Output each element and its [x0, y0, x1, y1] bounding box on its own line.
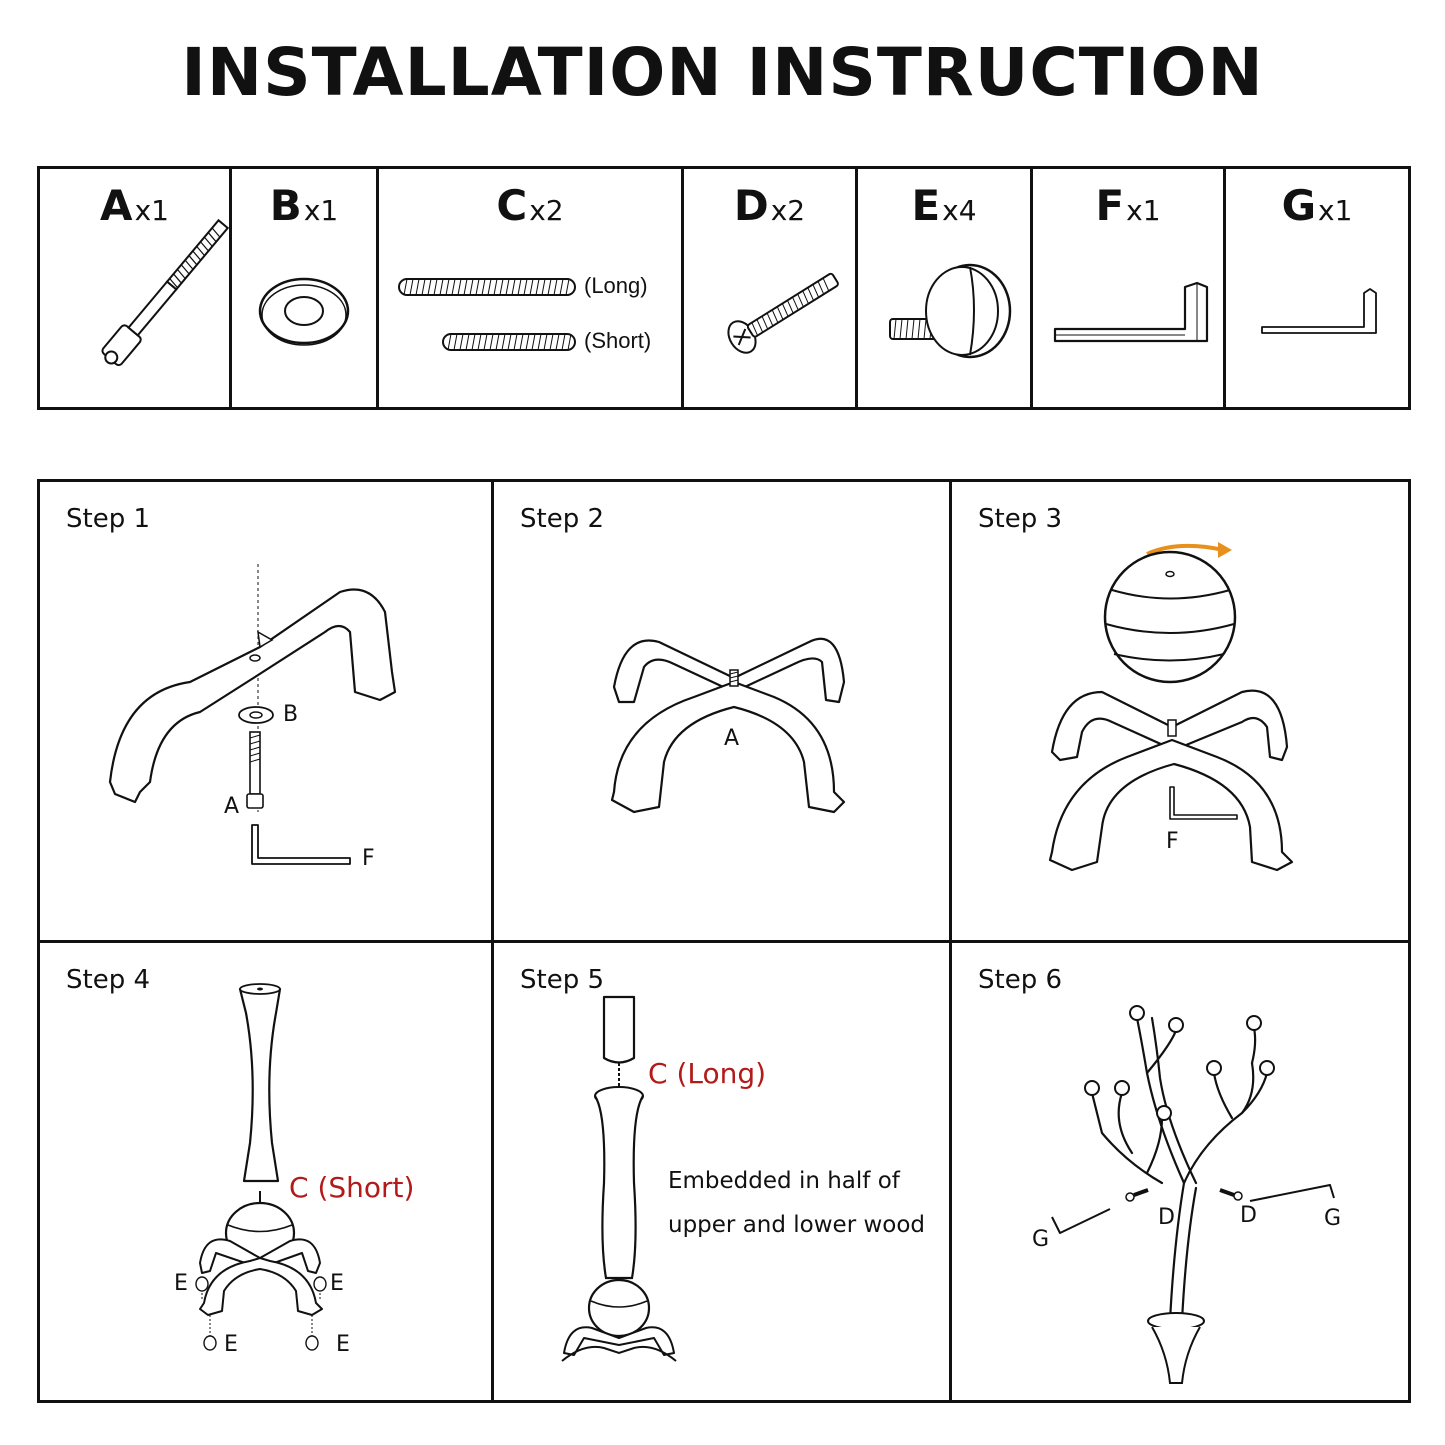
embed-note: Embedded in half of upper and lower wood — [668, 1159, 925, 1247]
embed-note-line: upper and lower wood — [668, 1212, 926, 1238]
embed-note-line: Embedded in half of — [668, 1168, 900, 1194]
label-c-long: C (Long) — [648, 1057, 767, 1090]
step-1-panel: Step 1 B A F — [40, 482, 492, 940]
part-letter: G — [1281, 181, 1317, 230]
part-a-cell: Ax1 — [40, 169, 232, 407]
step-5-illustration — [561, 995, 677, 1362]
label-d: D — [1240, 1203, 1257, 1228]
large-allen-key-icon — [1053, 281, 1209, 343]
step-title: Step 3 — [978, 504, 1063, 534]
label-c-short: C (Short) — [289, 1171, 415, 1204]
part-b-cell: Bx1 — [232, 169, 379, 407]
label-e: E — [174, 1271, 188, 1296]
step-4-illustration — [195, 983, 327, 1351]
label-a: A — [224, 794, 240, 819]
step-2-illustration — [610, 637, 846, 814]
part-e-cell: Ex4 — [858, 169, 1033, 407]
part-qty: x1 — [1318, 194, 1353, 227]
part-letter: C — [496, 181, 528, 230]
part-letter: D — [733, 181, 769, 230]
step-3-illustration — [1048, 542, 1294, 872]
steps-grid: Step 1 B A F Step 2 A Step 3 — [37, 479, 1411, 1403]
step-title: Step 2 — [520, 504, 605, 534]
parts-table: Ax1 Bx1 Cx2 — [37, 166, 1411, 410]
small-allen-key-icon — [1261, 288, 1377, 334]
part-c-cell: Cx2 (Long) (Short) — [379, 169, 684, 407]
step-title: Step 5 — [520, 965, 605, 995]
part-letter: B — [269, 181, 302, 230]
step-3-panel: Step 3 F — [952, 482, 1411, 940]
washer-icon — [258, 277, 350, 346]
part-qty: x1 — [134, 194, 169, 227]
part-qty: x2 — [770, 194, 806, 227]
label-b: B — [283, 702, 299, 727]
rod-long-label: (Long) — [584, 273, 648, 298]
step-6-illustration — [1051, 1005, 1335, 1384]
part-letter: E — [911, 181, 941, 230]
label-a: A — [724, 726, 740, 751]
part-qty: x1 — [1126, 194, 1161, 227]
label-e: E — [336, 1332, 350, 1357]
label-f: F — [362, 846, 375, 871]
label-e: E — [224, 1332, 238, 1357]
label-g: G — [1324, 1206, 1342, 1231]
part-letter: F — [1095, 181, 1125, 230]
label-f: F — [1166, 829, 1179, 854]
step-title: Step 4 — [66, 965, 151, 995]
label-e: E — [330, 1271, 344, 1296]
step-5-panel: Step 5 C (Long) Embedded in half of uppe… — [494, 943, 949, 1403]
label-g: G — [1032, 1227, 1050, 1252]
threaded-rod-icon — [398, 278, 576, 351]
part-qty: x1 — [303, 194, 339, 227]
part-letter: A — [100, 181, 133, 230]
step-4-panel: Step 4 C (Short) E E E E — [40, 943, 492, 1403]
label-d: D — [1158, 1205, 1175, 1230]
part-qty: x2 — [529, 194, 564, 227]
step-1-illustration — [108, 564, 397, 865]
step-2-panel: Step 2 A — [494, 482, 949, 940]
step-6-panel: Step 6 — [952, 943, 1411, 1403]
part-d-cell: Dx2 — [684, 169, 858, 407]
part-qty: x4 — [942, 194, 977, 227]
divider — [40, 940, 1408, 943]
phillips-screw-icon — [727, 272, 839, 354]
part-g-cell: Gx1 — [1226, 169, 1408, 407]
part-f-cell: Fx1 — [1033, 169, 1226, 407]
step-title: Step 6 — [978, 965, 1063, 995]
step-title: Step 1 — [66, 504, 151, 534]
page-title: INSTALLATION INSTRUCTION — [181, 34, 1264, 111]
leveling-foot-icon — [889, 263, 1012, 359]
rod-short-label: (Short) — [584, 328, 652, 353]
hex-socket-bolt-icon — [101, 218, 230, 367]
